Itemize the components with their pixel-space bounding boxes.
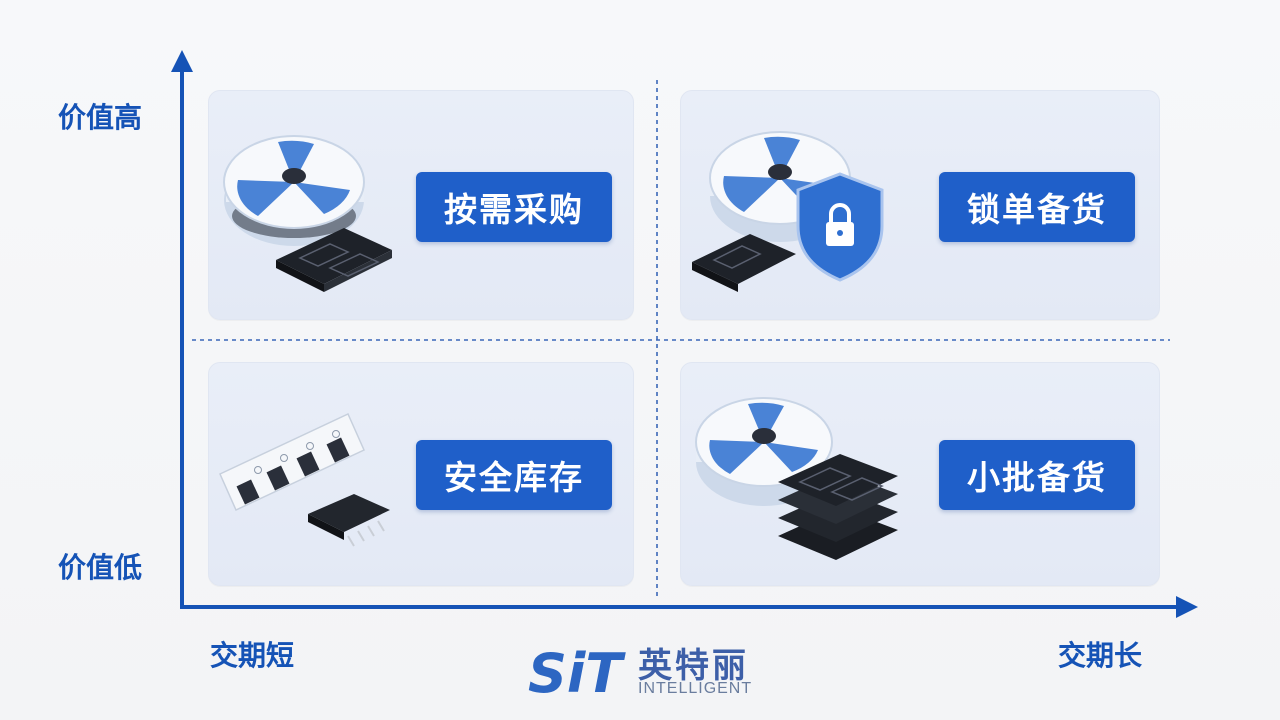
logo-name-cn: 英特丽 [638,646,749,686]
tape-chip-illustration [219,412,390,547]
component-reel-icon [223,135,365,246]
chip-icon [692,234,796,292]
security-shield-icon [796,172,884,282]
logo-name-en: INTELLIGENT [638,680,753,697]
reel-chip-illustration [223,135,392,292]
tag-safety-stock: 安全库存 [416,440,612,510]
reel-shield-illustration [692,131,884,292]
tag-small-batch-stock: 小批备货 [939,440,1135,510]
company-logo: SiT 英特丽 INTELLIGENT [524,638,764,704]
x-axis-short-label: 交期短 [210,639,295,672]
reel-stack-illustration [695,397,898,560]
chip-icon [308,494,390,547]
carrier-tape-icon [219,412,365,512]
y-axis-arrow [171,50,193,72]
logo-mark-text: SiT [528,642,626,702]
chip-icon [276,228,392,292]
tag-on-demand-purchase: 按需采购 [416,172,612,242]
y-axis-low-label: 价值低 [58,551,143,584]
chip-stack-icon [778,454,898,560]
logo-mark: SiT [528,642,626,702]
y-axis-high-label: 价值高 [58,101,143,134]
tag-locked-order-stock: 锁单备货 [939,172,1135,242]
x-axis-arrow [1176,596,1198,618]
x-axis-long-label: 交期长 [1058,639,1143,672]
